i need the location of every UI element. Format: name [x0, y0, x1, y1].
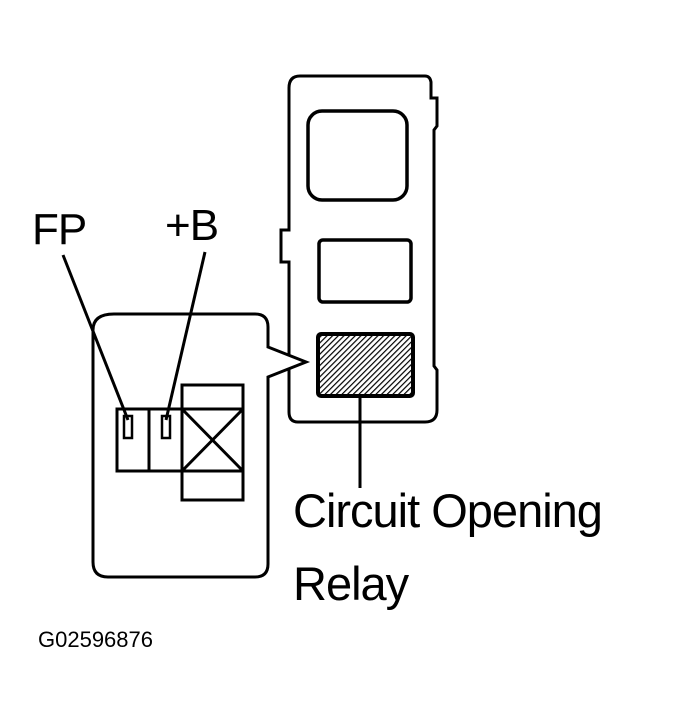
- relay-block-outline: [279, 74, 439, 424]
- connector-callout-bubble: [91, 312, 311, 579]
- relay-connector: [115, 383, 245, 502]
- circuit-opening-relay: [316, 332, 415, 398]
- upper-relay-socket: [306, 109, 409, 202]
- relay-name-line-1: Circuit Opening: [293, 484, 603, 537]
- figure-code: G02596876: [38, 627, 153, 652]
- plus-b-leader-line: [164, 251, 207, 421]
- plus-b-terminal-label: +B: [165, 201, 219, 250]
- relay-name-line-2: Relay: [293, 557, 409, 610]
- fp-terminal-label: FP: [32, 205, 87, 254]
- middle-relay-socket: [317, 238, 413, 304]
- fp-leader-line: [61, 254, 130, 421]
- connector-cross-line-2: [180, 407, 245, 473]
- connector-right-section: [180, 383, 245, 502]
